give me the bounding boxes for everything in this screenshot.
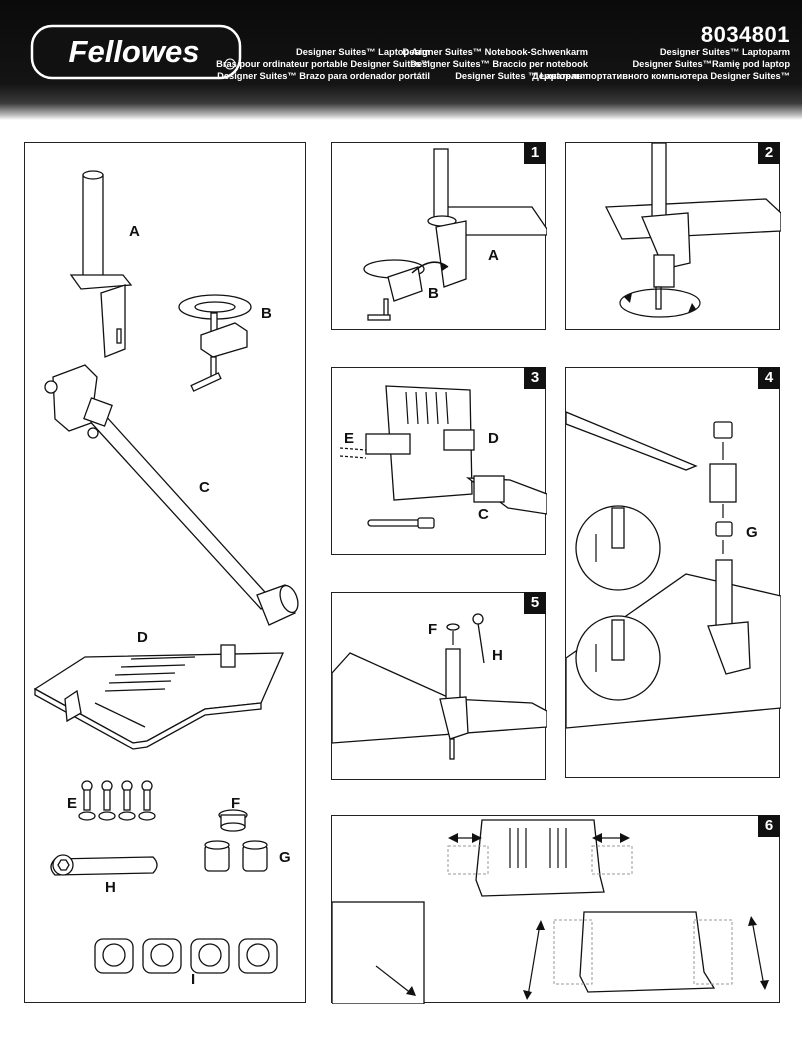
part-label-e: E <box>67 795 78 812</box>
part-label-c: C <box>199 479 210 496</box>
step-2-panel: 2 <box>565 142 781 330</box>
title-line: Designer Suites™ Braccio per notebook <box>410 59 588 69</box>
step-number-3: 3 <box>524 367 546 389</box>
part-label-a: A <box>129 223 140 240</box>
part-label-g: G <box>279 849 291 866</box>
step-2-illustration <box>604 143 781 318</box>
part-label-d: D <box>137 629 148 646</box>
title-line: Bras pour ordinateur portable Designer S… <box>216 59 430 69</box>
step-6-panel: 6 <box>331 815 780 1004</box>
step-1-label-b: B <box>428 285 439 302</box>
step-3-panel: 3 E D C <box>331 367 547 555</box>
step-5-panel: 5 F H <box>331 592 547 780</box>
step-4-panel: 4 G <box>565 367 781 778</box>
step-1-label-a: A <box>488 247 499 264</box>
step-number-2: 2 <box>758 142 780 164</box>
step-number-1: 1 <box>524 142 546 164</box>
title-line: Designer Suites™ Notebook-Schwenkarm <box>402 47 588 57</box>
part-label-b: B <box>261 305 272 322</box>
title-column-1: Designer Suites™ Laptop Arm Bras pour or… <box>216 46 430 82</box>
parts-illustration <box>33 170 299 974</box>
title-column-2: Designer Suites™ Notebook-Schwenkarm Des… <box>403 46 588 82</box>
step-5-label-f: F <box>428 621 438 638</box>
part-label-f: F <box>231 795 241 812</box>
step-6-illustration <box>332 819 769 1004</box>
title-column-3: Designer Suites™ Laptoparm Designer Suit… <box>532 46 790 82</box>
step-number-5: 5 <box>524 592 546 614</box>
model-number: 8034801 <box>700 22 790 47</box>
part-label-h: H <box>105 879 116 896</box>
step-3-illustration <box>339 385 547 529</box>
step-3-label-c: C <box>478 506 489 523</box>
step-number-4: 4 <box>758 367 780 389</box>
fellowes-logo: Fellowes <box>30 24 242 80</box>
title-line: Designer Suites™ Laptop Arm <box>296 47 430 57</box>
step-5-illustration <box>332 613 547 760</box>
step-1-illustration <box>363 148 547 321</box>
parts-list-panel: A B C D E F G H I <box>24 142 306 1003</box>
title-line: Designer Suites™ Laptoparm <box>659 47 790 57</box>
step-4-label-g: G <box>746 524 758 541</box>
step-1-panel: 1 A B <box>331 142 547 330</box>
part-label-i: I <box>191 971 196 988</box>
title-line: Designer Suites™Ramię pod laptop <box>632 59 790 69</box>
title-line: Держатель портативного компьютера Design… <box>532 71 790 81</box>
step-3-label-d: D <box>488 430 499 447</box>
title-line: Designer Suites™ Brazo para ordenador po… <box>217 71 430 81</box>
title-line: Designer Suites ™ Laptoparm <box>455 71 588 81</box>
step-5-label-h: H <box>492 647 503 664</box>
brand-name: Fellowes <box>69 34 200 69</box>
step-3-label-e: E <box>344 430 355 447</box>
step-number-6: 6 <box>758 815 780 837</box>
header-banner: Fellowes 8034801 Designer Suites™ Laptop… <box>0 0 802 120</box>
step-4-illustration <box>566 411 781 729</box>
